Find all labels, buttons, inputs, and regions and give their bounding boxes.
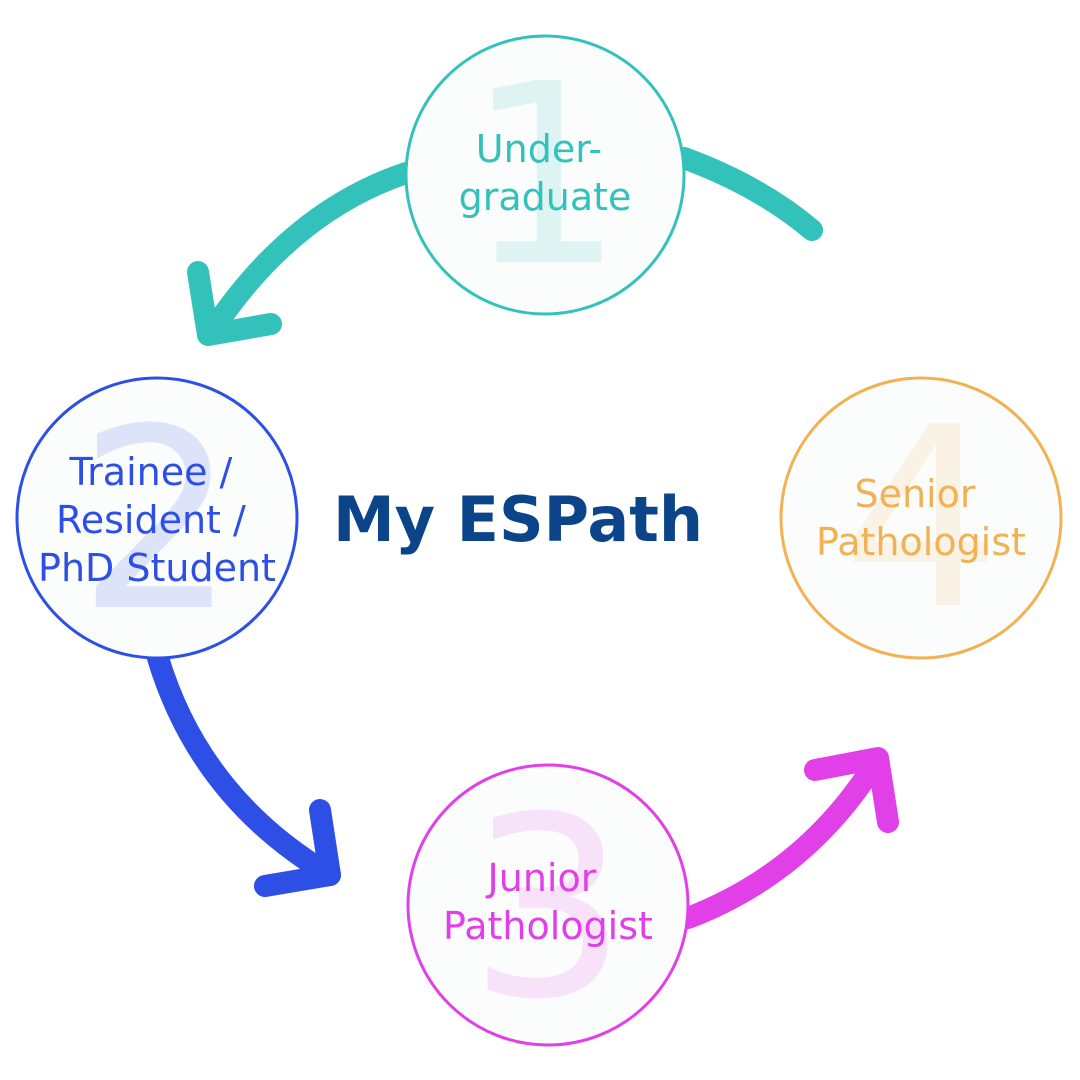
stage-label-line: Pathologist [443, 904, 653, 948]
stage-label-line: graduate [459, 175, 632, 219]
stage-label-line: Trainee / [69, 450, 233, 494]
stage-number: 1 [465, 30, 624, 321]
stage-label-line: Junior [486, 856, 597, 900]
arrow-undergraduate-to-trainee [199, 162, 417, 345]
stage-number: 4 [841, 373, 1000, 664]
stage-label-line: Under- [476, 127, 602, 171]
stage-circle [779, 376, 1063, 660]
stage-label-line: Senior [854, 472, 975, 516]
arrowhead-junior-to-senior [804, 747, 899, 833]
stage-trainee: 2 Trainee / Resident / PhD Student [15, 375, 299, 666]
stage-label-line: Pathologist [816, 520, 1026, 564]
arrows [147, 147, 899, 929]
stage-circle [15, 376, 299, 660]
stage-label-line: Resident / [56, 498, 246, 542]
arrow-senior-to-undergraduate [673, 147, 823, 241]
stage-number: 2 [77, 375, 236, 666]
arrow-trainee-to-junior [147, 647, 341, 886]
stage-undergraduate: 1 Under- graduate [404, 30, 686, 321]
stage-junior-pathologist: 3 Junior Pathologist [406, 763, 690, 1054]
arrowhead-undergraduate-to-trainee [187, 261, 282, 346]
stage-label-line: PhD Student [38, 546, 276, 590]
stage-circle [406, 763, 690, 1047]
stage-label: Trainee / Resident / PhD Student [38, 450, 276, 590]
arrow-junior-to-senior [677, 749, 888, 929]
stage-label: Senior Pathologist [816, 472, 1026, 564]
stage-number: 3 [468, 763, 627, 1054]
stage-senior-pathologist: 4 Senior Pathologist [779, 373, 1063, 664]
arrowhead-trainee-to-junior [254, 799, 341, 897]
stage-label: Junior Pathologist [443, 856, 653, 948]
stage-label: Under- graduate [459, 127, 632, 219]
stage-circle [404, 34, 686, 316]
diagram-title: My ESPath [333, 483, 703, 556]
